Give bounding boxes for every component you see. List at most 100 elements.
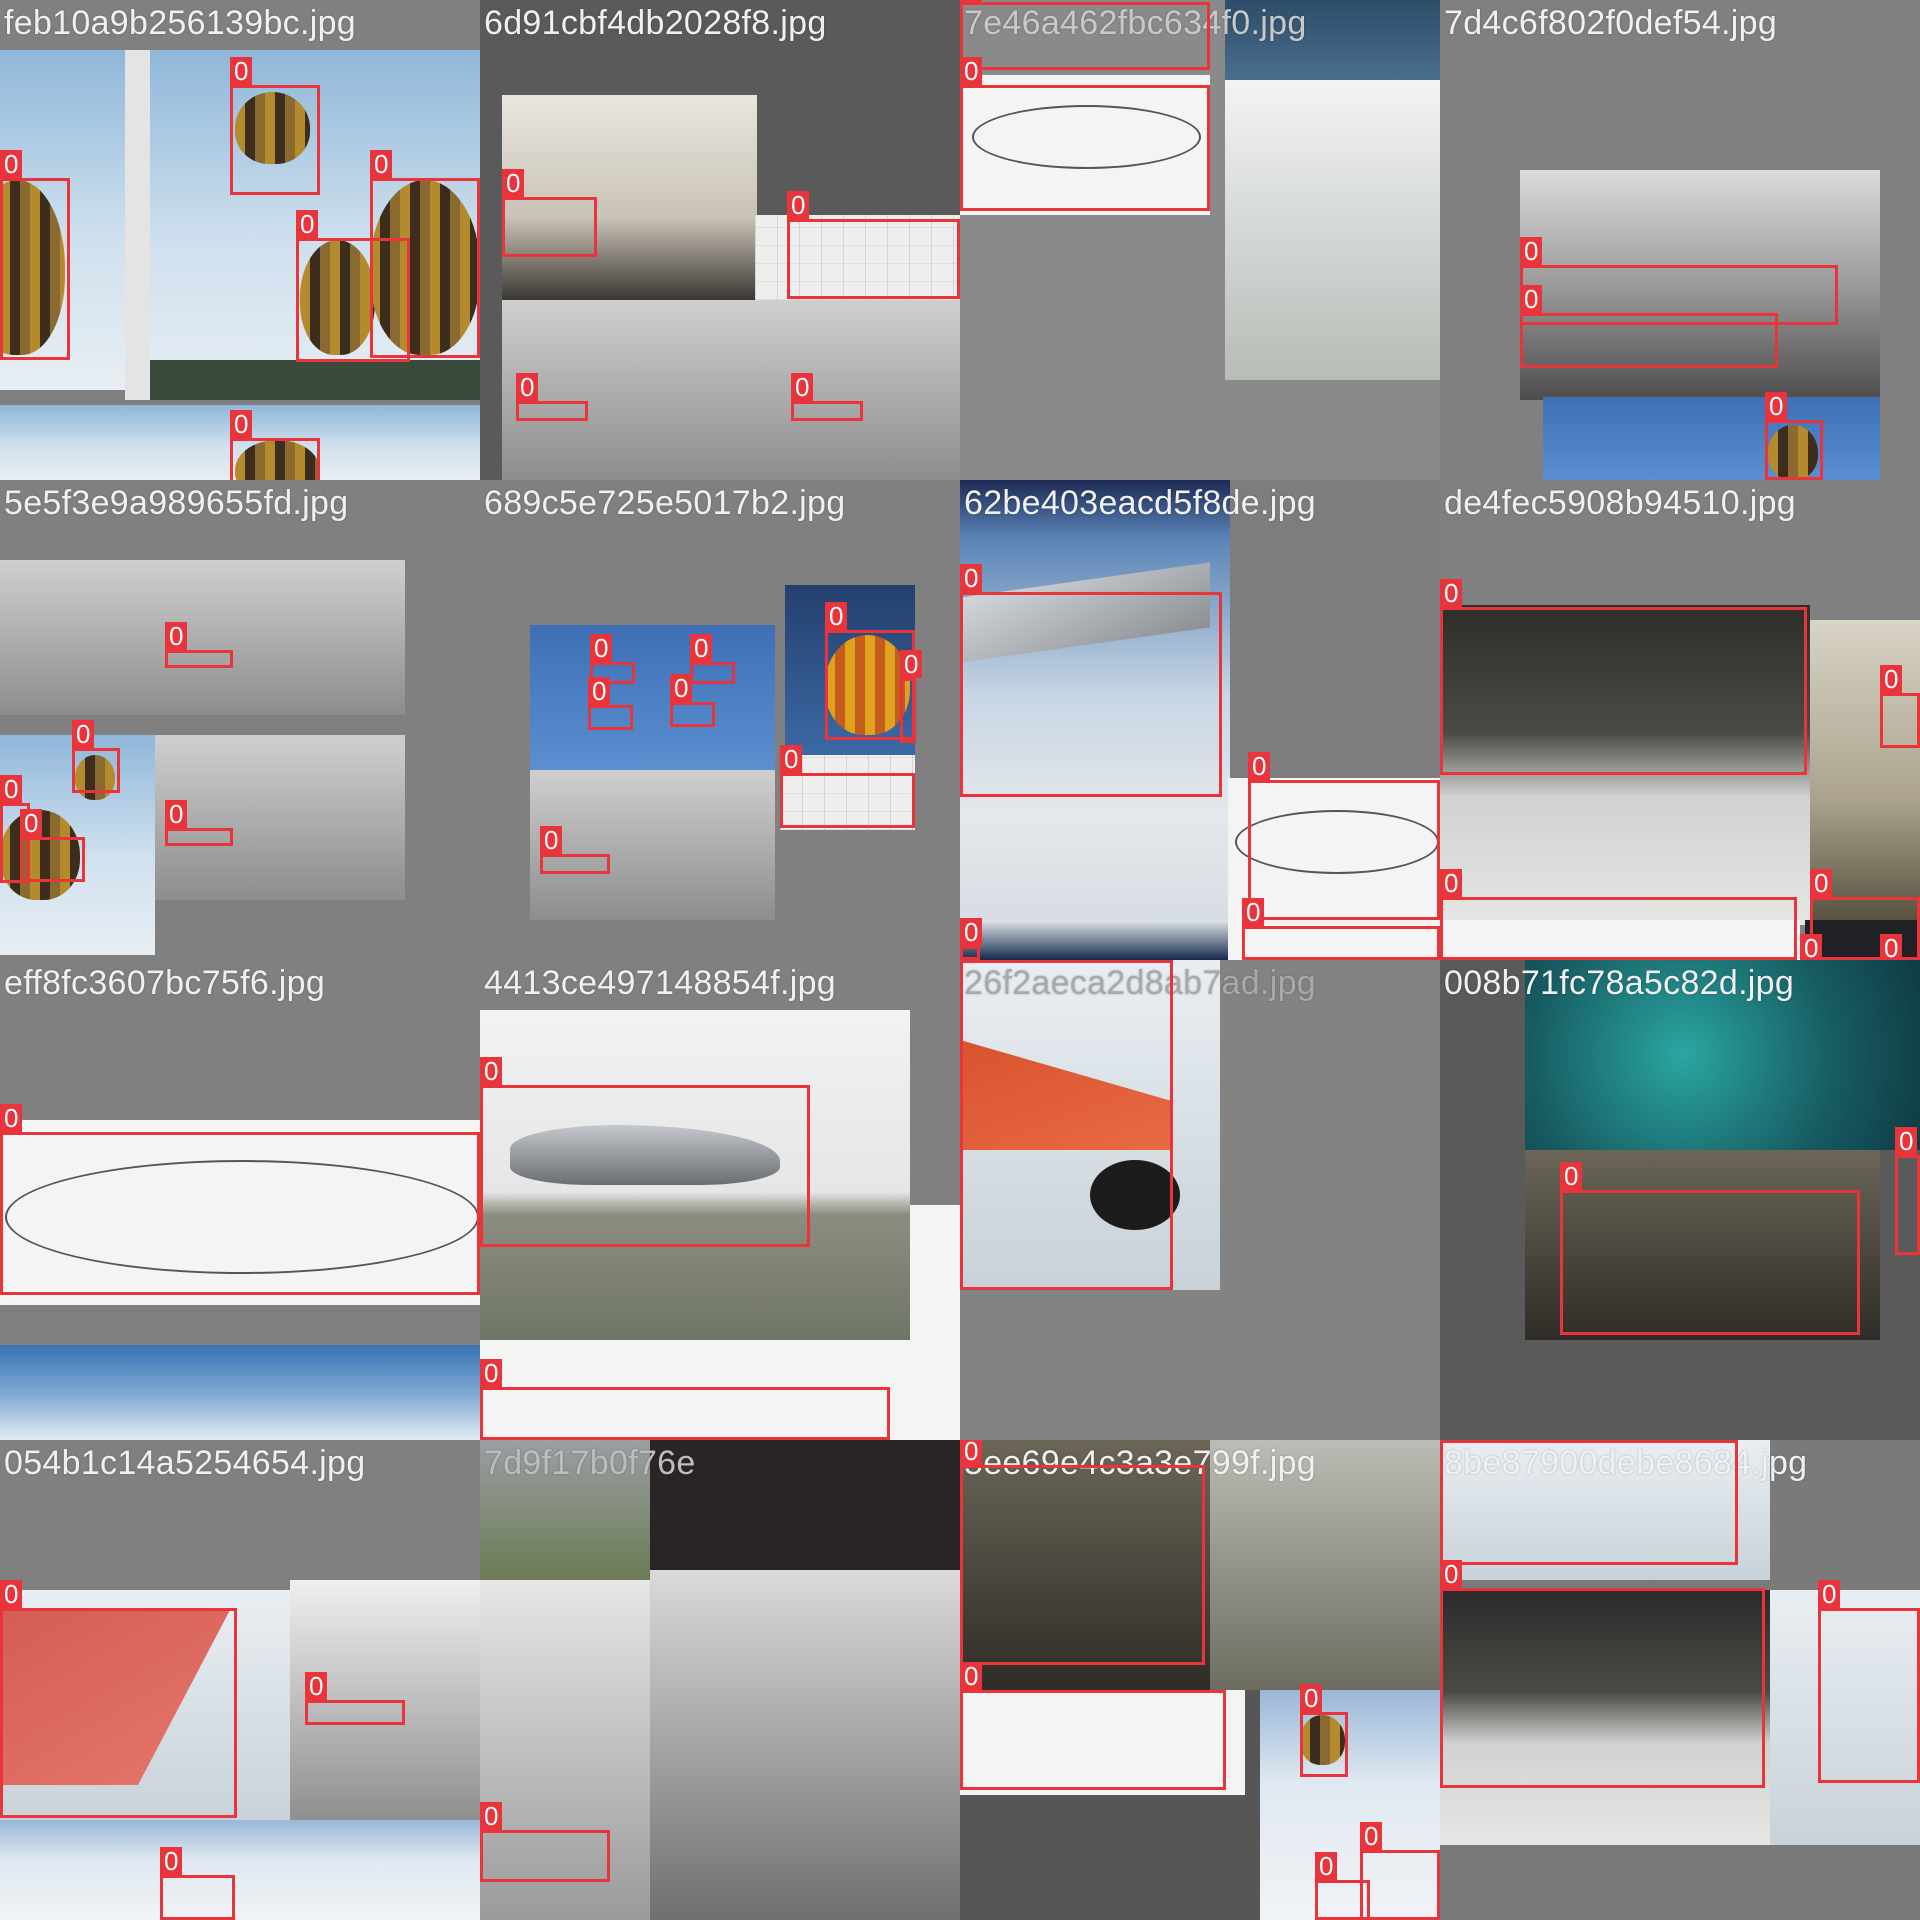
class-label: 0 [960, 1662, 983, 1690]
detection-box: 0 [1895, 1127, 1920, 1255]
detection-box: 0 [230, 410, 320, 480]
class-label: 0 [160, 1847, 183, 1875]
detection-box: 0 [480, 1057, 810, 1247]
tile: 7e46a462fbc634f0.jpg 0 0 [960, 0, 1440, 480]
class-label: 0 [1440, 869, 1463, 897]
image-piece [960, 1440, 1210, 1690]
detection-box: 0 [1880, 665, 1920, 748]
tile-filename: 8be87900debe8684.jpg [1444, 1444, 1808, 1482]
detection-box: 0 [1440, 1560, 1765, 1788]
image-piece [910, 1205, 960, 1440]
detection-box: 0 [1242, 898, 1440, 960]
tile: de4fec5908b94510.jpg 0 0 0 0 0 0 [1440, 480, 1920, 960]
detection-box: 0 [960, 1440, 1205, 1665]
detection-box: 0 [0, 1104, 480, 1295]
detection-box: 0 [1765, 392, 1823, 480]
tile-filename: feb10a9b256139bc.jpg [4, 4, 356, 42]
engine [1090, 1160, 1180, 1230]
detection-box: 0 [1810, 869, 1920, 960]
class-label: 0 [0, 775, 23, 803]
balloon [1300, 1715, 1345, 1765]
class-label: 0 [1360, 1822, 1383, 1850]
tile: 62be403eacd5f8de.jpg 0 0 0 0 [960, 480, 1440, 960]
class-label: 0 [1440, 579, 1463, 607]
detection-box: 0 [160, 1847, 235, 1920]
tile-filename: 7d4c6f802f0def54.jpg [1444, 4, 1778, 42]
class-label: 0 [590, 634, 613, 662]
class-label: 0 [480, 1802, 503, 1830]
class-label: 0 [305, 1672, 328, 1700]
balloon [300, 240, 375, 355]
class-label: 0 [230, 410, 253, 438]
detection-box: 0 [900, 650, 923, 743]
class-label: 0 [588, 677, 611, 705]
image-piece [480, 1440, 650, 1580]
tile: 6d91cbf4db2028f8.jpg 0 0 0 0 [480, 0, 960, 480]
detection-box: 0 [230, 57, 320, 195]
class-label: 0 [1800, 934, 1823, 960]
tile: eff8fc3607bc75f6.jpg 0 [0, 960, 480, 1440]
tile-filename: 7e46a462fbc634f0.jpg [964, 4, 1307, 42]
image-piece [1225, 80, 1440, 380]
tile-filename: 26f2aeca2d8ab7ad.jpg [964, 964, 1316, 1002]
tile-filename: eff8fc3607bc75f6.jpg [4, 964, 326, 1002]
class-label: 0 [230, 57, 253, 85]
class-label: 0 [1315, 1852, 1338, 1880]
tile: 5ee69e4c3a3e799f.jpg 0 0 0 0 0 [960, 1440, 1440, 1920]
image-piece [650, 1440, 960, 1570]
image-piece [0, 1345, 480, 1440]
class-label: 0 [370, 150, 393, 178]
tile: 054b1c14a5254654.jpg 0 0 0 [0, 1440, 480, 1920]
image-piece [1770, 1590, 1920, 1845]
tile: 689c5e725e5017b2.jpg 0 0 0 0 0 0 0 0 [480, 480, 960, 960]
class-label: 0 [1818, 1580, 1841, 1608]
balloon [235, 440, 320, 480]
image-piece [960, 480, 1230, 960]
image-piece [650, 1570, 960, 1920]
tile: 008b71fc78a5c82d.jpg 0 0 [1440, 960, 1920, 1440]
detection-box: 0 [690, 634, 735, 684]
image-piece [780, 755, 915, 830]
image-piece [1440, 605, 1810, 925]
tile: feb10a9b256139bc.jpg 0 0 0 0 0 [0, 0, 480, 480]
class-label: 0 [1440, 1560, 1463, 1588]
detection-box: 0 [960, 0, 1210, 70]
class-label: 0 [1520, 237, 1543, 265]
tile-filename: 4413ce497148854f.jpg [484, 964, 836, 1002]
detection-box: 0 [480, 1359, 890, 1440]
hull-drawing [972, 105, 1201, 169]
image-piece [480, 1580, 650, 1920]
balloon [235, 92, 310, 164]
tile-filename: 7d9f17b0f76e [484, 1444, 696, 1482]
image-piece [480, 1340, 910, 1440]
class-label: 0 [825, 602, 848, 630]
class-label: 0 [480, 1057, 503, 1085]
class-label: 0 [960, 564, 983, 592]
detection-box: 0 [1315, 1852, 1370, 1920]
tile-filename: 62be403eacd5f8de.jpg [964, 484, 1316, 522]
class-label: 0 [1880, 665, 1903, 693]
image-piece [1520, 170, 1880, 400]
class-label: 0 [502, 169, 525, 197]
detection-box: 0 [502, 169, 597, 257]
detection-box: 0 [1520, 285, 1778, 368]
tile: 4413ce497148854f.jpg 0 0 [480, 960, 960, 1440]
class-label: 0 [900, 650, 923, 678]
class-label: 0 [72, 720, 95, 748]
image-piece [155, 735, 405, 900]
image-piece [960, 1690, 1245, 1795]
detection-box: 0 [1300, 1684, 1348, 1777]
class-label: 0 [670, 674, 693, 702]
class-label: 0 [960, 57, 983, 85]
image-piece [502, 300, 777, 480]
tile: 5e5f3e9a989655fd.jpg 0 0 0 0 0 [0, 480, 480, 960]
class-label: 0 [1300, 1684, 1323, 1712]
detection-box: 0 [588, 677, 633, 730]
class-label: 0 [0, 1580, 23, 1608]
detection-box: 0 [670, 674, 715, 727]
image-piece [1543, 397, 1880, 480]
detection-box: 0 [296, 210, 410, 362]
tile: 26f2aeca2d8ab7ad.jpg 0 [960, 960, 1440, 1440]
detection-box: 0 [1360, 1822, 1440, 1920]
